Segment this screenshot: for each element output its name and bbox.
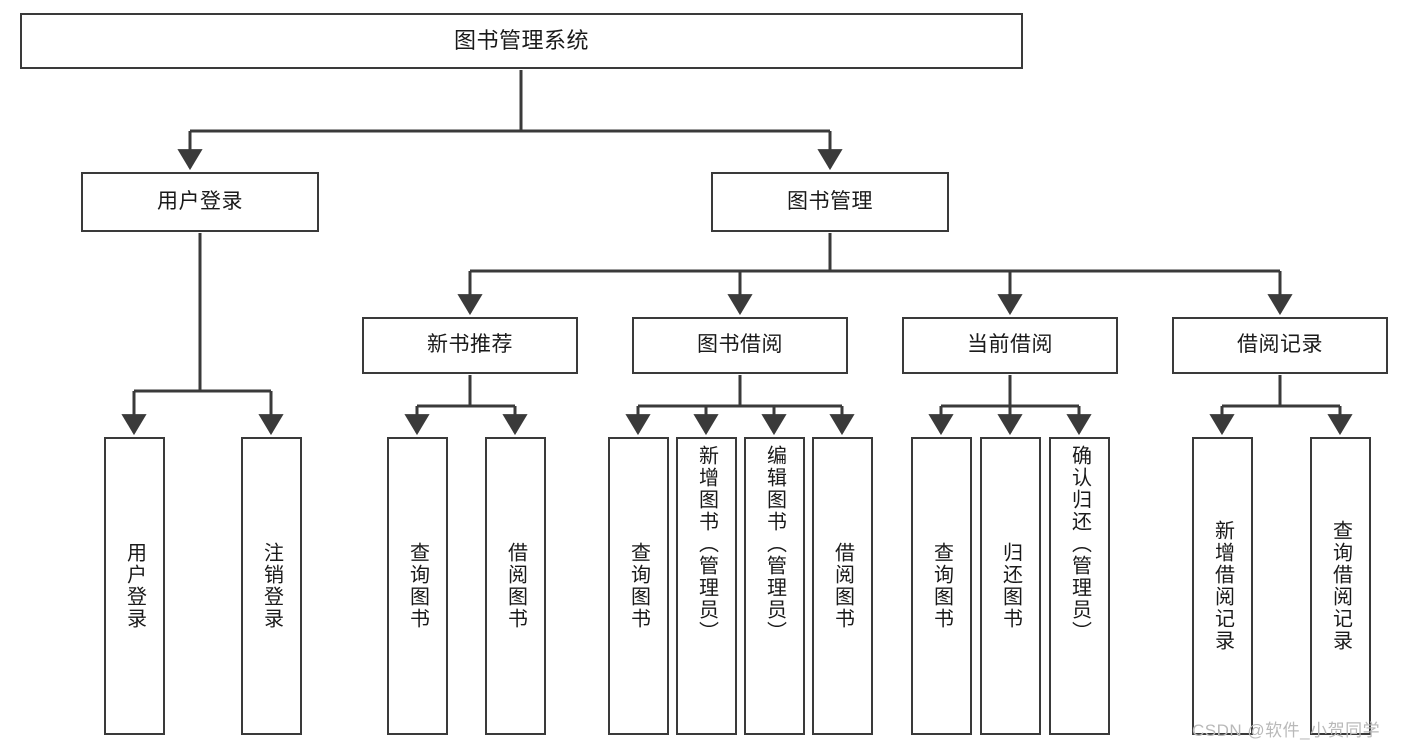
node-label: 当前借阅 bbox=[967, 333, 1053, 357]
node-label: 新书推荐 bbox=[427, 333, 513, 357]
node-label: 编辑图书（管理员） bbox=[763, 445, 786, 643]
node-user-login[interactable]: 用户登录 bbox=[81, 172, 319, 232]
node-leaf-confirm-return[interactable]: 确认归还（管理员） bbox=[1049, 437, 1110, 735]
node-current-borrow[interactable]: 当前借阅 bbox=[902, 317, 1118, 374]
node-leaf-add-record[interactable]: 新增借阅记录 bbox=[1192, 437, 1253, 735]
node-label: 借阅图书 bbox=[504, 542, 527, 630]
node-label: 借阅图书 bbox=[831, 542, 854, 630]
node-label: 查询图书 bbox=[930, 542, 953, 630]
node-leaf-add-book[interactable]: 新增图书（管理员） bbox=[676, 437, 737, 735]
node-book-management-system[interactable]: 图书管理系统 bbox=[20, 13, 1023, 69]
node-label: 注销登录 bbox=[260, 542, 283, 630]
node-label: 用户登录 bbox=[157, 189, 243, 213]
node-leaf-edit-book[interactable]: 编辑图书（管理员） bbox=[744, 437, 805, 735]
node-leaf-borrow-book-1[interactable]: 借阅图书 bbox=[485, 437, 546, 735]
node-label: 归还图书 bbox=[999, 542, 1022, 630]
node-label: 借阅记录 bbox=[1237, 333, 1323, 357]
node-leaf-query-record[interactable]: 查询借阅记录 bbox=[1310, 437, 1371, 735]
node-book-management[interactable]: 图书管理 bbox=[711, 172, 949, 232]
node-label: 图书管理系统 bbox=[453, 28, 589, 54]
node-label: 新增借阅记录 bbox=[1211, 520, 1234, 652]
node-leaf-query-book-3[interactable]: 查询图书 bbox=[911, 437, 972, 735]
node-label: 查询图书 bbox=[406, 542, 429, 630]
node-label: 用户登录 bbox=[123, 542, 146, 630]
node-label: 图书借阅 bbox=[697, 333, 783, 357]
node-label: 确认归还（管理员） bbox=[1068, 445, 1091, 643]
node-leaf-return-book[interactable]: 归还图书 bbox=[980, 437, 1041, 735]
csdn-watermark: CSDN @软件_小贺同学 bbox=[1192, 721, 1381, 740]
node-label: 图书管理 bbox=[787, 189, 873, 213]
node-leaf-query-book-1[interactable]: 查询图书 bbox=[387, 437, 448, 735]
node-leaf-logout-login[interactable]: 注销登录 bbox=[241, 437, 302, 735]
node-leaf-user-login[interactable]: 用户登录 bbox=[104, 437, 165, 735]
node-leaf-query-book-2[interactable]: 查询图书 bbox=[608, 437, 669, 735]
node-new-book-recommend[interactable]: 新书推荐 bbox=[362, 317, 578, 374]
node-borrow-record[interactable]: 借阅记录 bbox=[1172, 317, 1388, 374]
node-book-borrow[interactable]: 图书借阅 bbox=[632, 317, 848, 374]
node-leaf-borrow-book-2[interactable]: 借阅图书 bbox=[812, 437, 873, 735]
node-label: 新增图书（管理员） bbox=[695, 445, 718, 643]
node-label: 查询借阅记录 bbox=[1329, 520, 1352, 652]
node-label: 查询图书 bbox=[627, 542, 650, 630]
